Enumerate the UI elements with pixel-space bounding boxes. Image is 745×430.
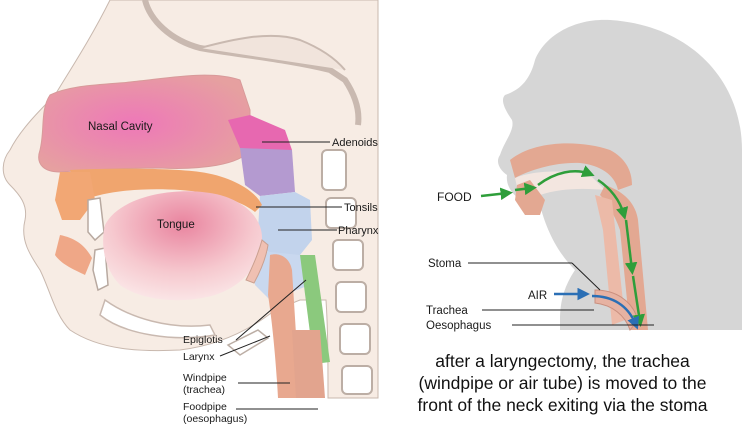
label-adenoids: Adenoids bbox=[332, 137, 378, 149]
caption: after a laryngectomy, the trachea (windp… bbox=[380, 350, 745, 416]
vertebra bbox=[340, 324, 370, 354]
label-tonsils: Tonsils bbox=[344, 202, 378, 214]
label-epiglottis: Epiglotis bbox=[183, 334, 223, 346]
caption-line-3: front of the neck exiting via the stoma bbox=[380, 394, 745, 416]
label-windpipe-sub: (trachea) bbox=[183, 384, 225, 396]
food-arrow bbox=[481, 193, 508, 196]
caption-line-2: (windpipe or air tube) is moved to the bbox=[380, 372, 745, 394]
label-nasal-cavity: Nasal Cavity bbox=[88, 121, 153, 133]
foodpipe bbox=[292, 330, 325, 398]
label-tongue: Tongue bbox=[157, 219, 195, 231]
label-oesophagus: Oesophagus bbox=[426, 320, 491, 332]
label-foodpipe-sub: (oesophagus) bbox=[183, 413, 247, 425]
label-windpipe: Windpipe bbox=[183, 372, 227, 384]
label-stoma: Stoma bbox=[428, 258, 462, 270]
caption-line-1: after a laryngectomy, the trachea bbox=[380, 350, 745, 372]
vertebra bbox=[333, 240, 363, 270]
label-trachea: Trachea bbox=[426, 305, 468, 317]
label-larynx: Larynx bbox=[183, 351, 215, 363]
vertebra bbox=[342, 366, 372, 394]
label-foodpipe: Foodpipe bbox=[183, 401, 227, 413]
label-air: AIR bbox=[528, 290, 547, 302]
vertebra bbox=[322, 150, 346, 190]
laryngectomy-illustration bbox=[498, 20, 742, 330]
label-pharynx: Pharynx bbox=[338, 225, 379, 237]
label-food: FOOD bbox=[437, 190, 472, 204]
vertebra bbox=[336, 282, 366, 312]
